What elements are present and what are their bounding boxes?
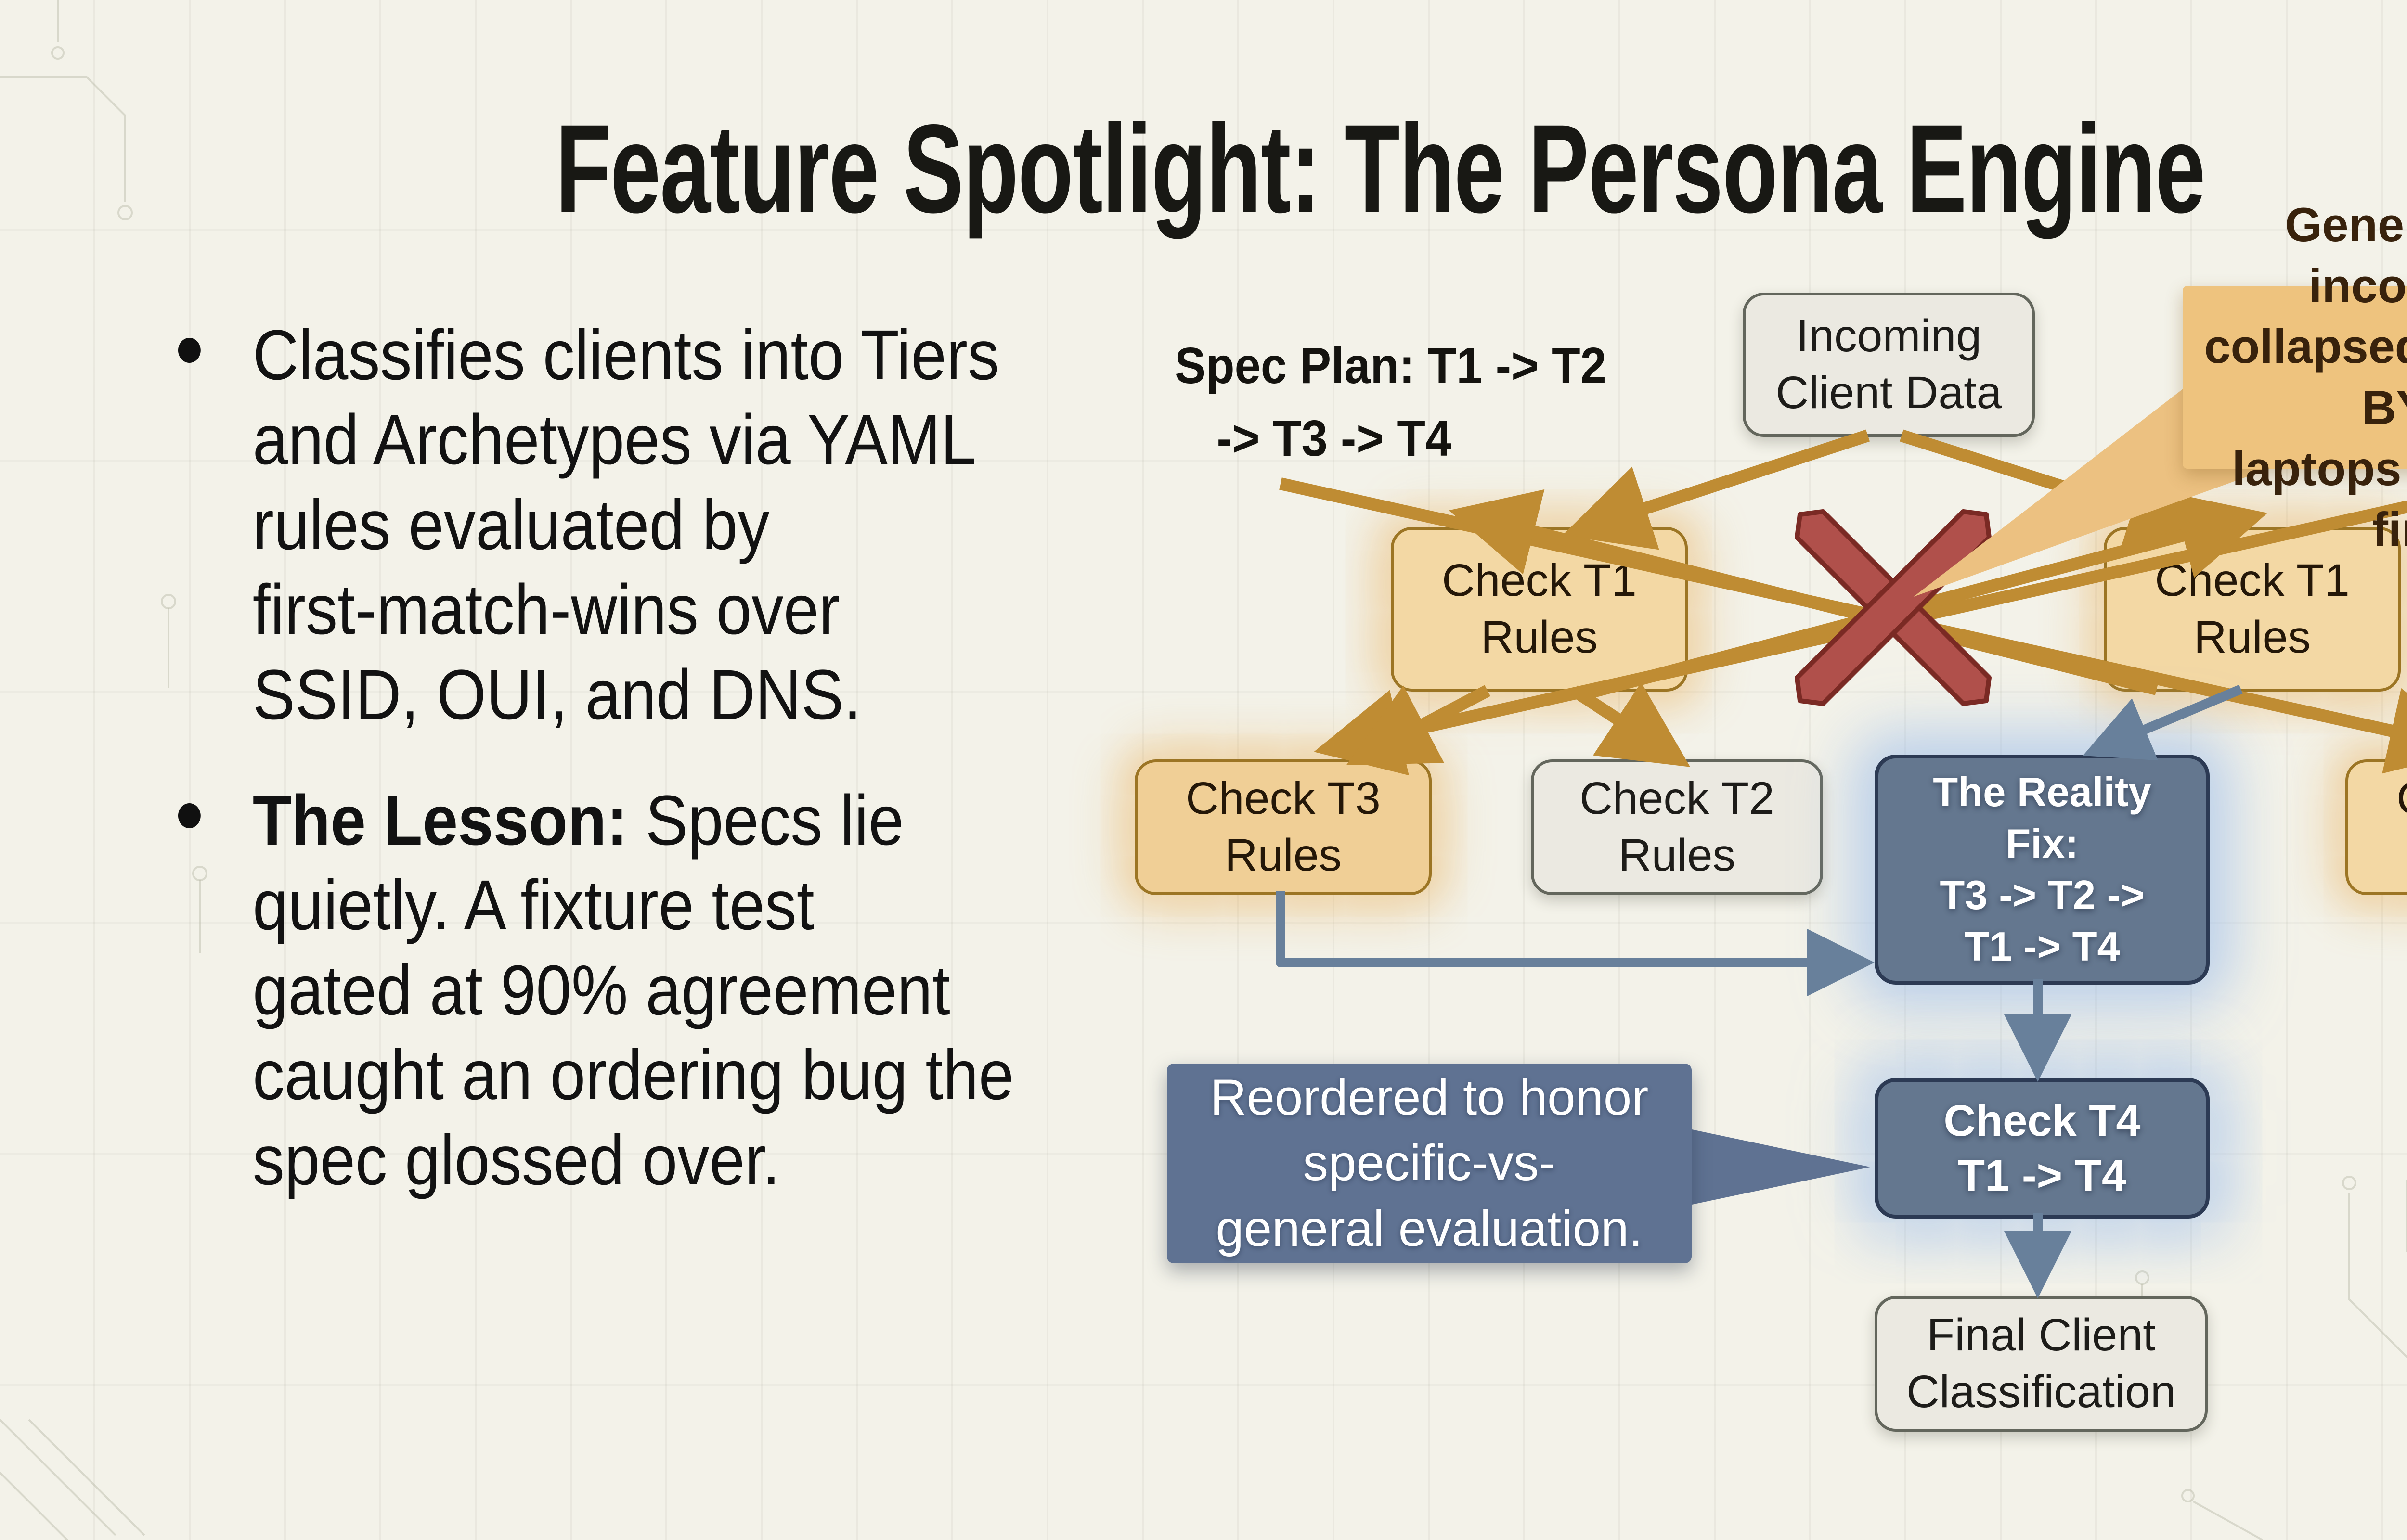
- arrow-t3-elbow-to-fix: [1276, 891, 1875, 996]
- arrow-incoming-to-t1-right: [1900, 429, 2217, 551]
- arrow-t1right-to-fix: [2083, 684, 2243, 761]
- bullet-lead: The Lesson:: [252, 781, 628, 860]
- note-callout-tail-icon: [1687, 1129, 1870, 1206]
- arrow-t1-to-t3: [1346, 685, 1491, 765]
- node-reality-fix: The Reality Fix: T3 -> T2 -> T1 -> T4: [1875, 755, 2210, 985]
- node-check-t3: Check T3 Rules: [1135, 759, 1432, 895]
- node-final-classification: Final Client Classification: [1875, 1296, 2208, 1432]
- arrow-t1-to-t2: [1570, 682, 1691, 767]
- node-check-t2: Check T2 Rules: [1531, 759, 1823, 895]
- node-check-t4-step: Check T4 T1 -> T4: [1875, 1078, 2210, 1219]
- bullet-dot-icon: [178, 803, 201, 828]
- bullet-text: The Lesson: Specs lie quietly. A fixture…: [252, 781, 1014, 1200]
- callout-note: Reordered to honor specific-vs- general …: [1167, 1064, 1692, 1263]
- arrow-incoming-to-t1-left: [1562, 429, 1870, 550]
- node-check-t4-rules: Check T4 Rules: [2345, 759, 2407, 895]
- callout-warning: Generous T1 incorrectly collapsed corpor…: [2183, 198, 2407, 556]
- list-item: The Lesson: Specs lie quietly. A fixture…: [178, 778, 1175, 1203]
- spec-plan-label: Spec Plan: T1 -> T2 -> T3 -> T4: [1175, 337, 1606, 467]
- page-title: Feature Spotlight: The Persona Engine: [555, 98, 2206, 239]
- list-item: Classifies clients into Tiers and Archet…: [178, 313, 1175, 737]
- node-incoming-client-data: Incoming Client Data: [1743, 293, 2035, 437]
- bullet-list: Classifies clients into Tiers and Archet…: [178, 313, 1175, 1244]
- bullet-dot-icon: [178, 338, 201, 363]
- bullet-text: Classifies clients into Tiers and Archet…: [252, 316, 1000, 734]
- node-check-t1-left: Check T1 Rules: [1391, 527, 1688, 692]
